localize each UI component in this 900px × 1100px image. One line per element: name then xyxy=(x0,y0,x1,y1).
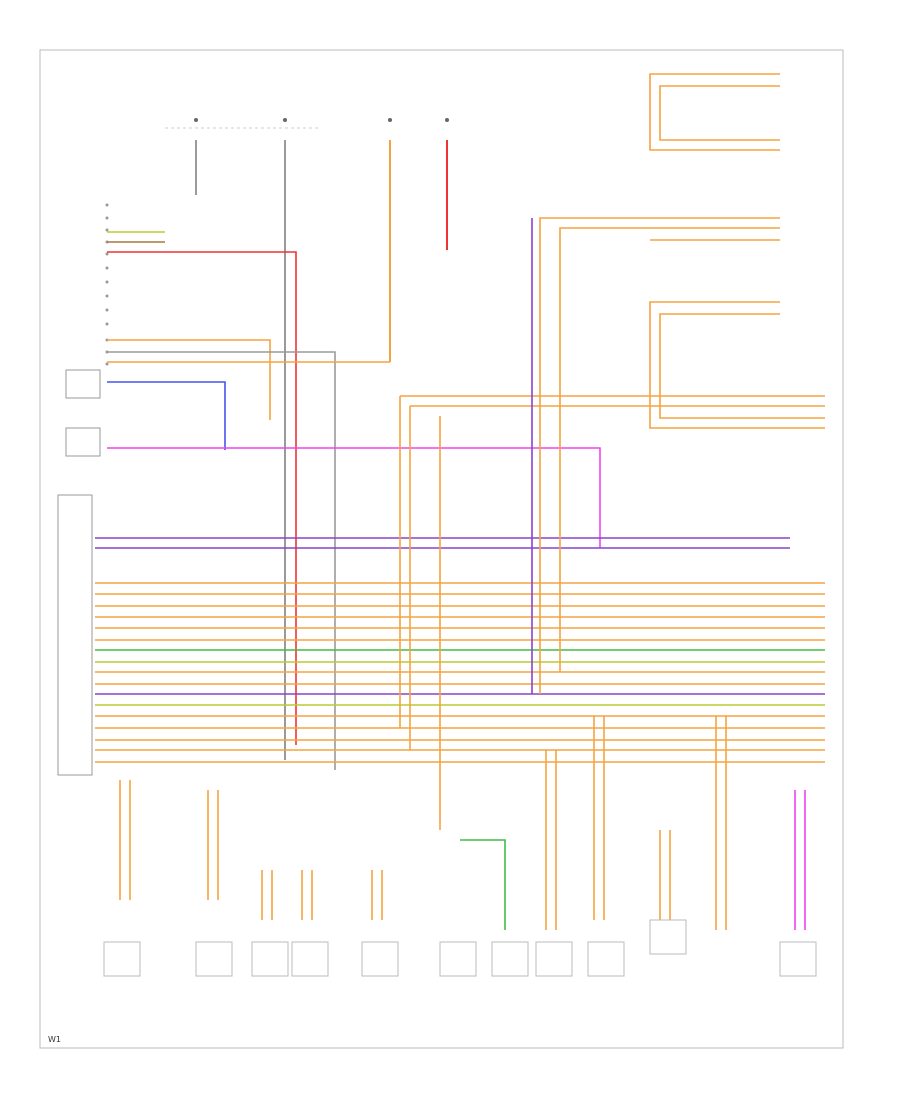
component-right-sensor xyxy=(491,941,529,977)
fuse-markers xyxy=(194,118,449,122)
component-control-module xyxy=(587,941,625,977)
page-code: W1 xyxy=(48,1035,61,1044)
component-ground-module xyxy=(535,941,573,977)
module-box-1 xyxy=(65,369,101,399)
component-gear-sensor-2 xyxy=(291,941,329,977)
component-gear-sensor-1 xyxy=(251,941,289,977)
diagram-frame xyxy=(39,49,844,1049)
component-direct-rear-sensor xyxy=(103,941,141,977)
upper-harness xyxy=(107,231,601,770)
bottom-components xyxy=(103,919,817,977)
component-gear-sensor-3 xyxy=(361,941,399,977)
sensor-feeds xyxy=(119,396,727,930)
component-left-sensor xyxy=(439,941,477,977)
module-box-2 xyxy=(65,427,101,457)
component-position-sensor xyxy=(649,919,687,955)
main-bus xyxy=(95,537,825,763)
component-rear-connector xyxy=(779,941,817,977)
left-connector-pins xyxy=(105,203,109,366)
component-rear-door-sensor xyxy=(195,941,233,977)
green-sensor-wire xyxy=(460,839,506,930)
fuse-feeds xyxy=(195,140,448,760)
main-module-box xyxy=(57,494,93,776)
right-top-connectors xyxy=(400,73,825,694)
